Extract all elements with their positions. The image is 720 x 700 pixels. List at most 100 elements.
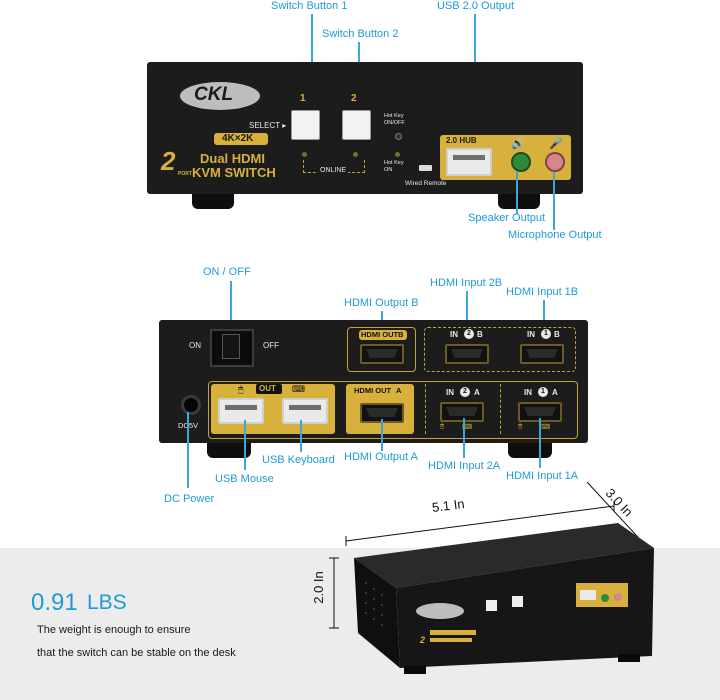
leader-line: [474, 14, 476, 62]
weight-unit: LBS: [87, 591, 127, 614]
divider: [425, 384, 427, 434]
leader-line: [381, 419, 383, 451]
brand-logo-text: CKL: [194, 84, 234, 105]
resolution-text: 4K×2K: [222, 133, 254, 144]
hotkey-led: [395, 152, 400, 157]
callout-hdmi-input-1a: HDMI Input 1A: [506, 470, 579, 482]
select-label: SELECT ▸: [249, 121, 287, 130]
in1a-number: 1: [538, 387, 548, 397]
device-foot: [498, 194, 540, 209]
usb-output-port[interactable]: [446, 148, 492, 176]
hdmi-output-b-port[interactable]: [360, 344, 404, 364]
microphone-icon: 🎤: [549, 138, 563, 150]
in2a-label: IN: [446, 388, 454, 397]
wired-remote-label: Wired Remote: [405, 180, 447, 187]
wired-remote-port[interactable]: [419, 165, 432, 171]
callout-hdmi-output-a: HDMI Output A: [344, 451, 418, 463]
leader-line: [230, 281, 232, 341]
leader-line: [553, 172, 555, 230]
online-led-2: [353, 152, 358, 157]
hdmi-out-b-letter: B: [398, 330, 404, 339]
off-label: OFF: [263, 341, 279, 350]
device-foot: [508, 443, 552, 458]
port-count: 2: [161, 146, 176, 176]
usb-out-label: OUT: [259, 384, 276, 393]
product-line-1: Dual HDMI: [200, 151, 265, 166]
in2b-letter: B: [477, 330, 483, 339]
button-1-number: 1: [300, 93, 306, 104]
mouse-icon: 🖱: [440, 423, 445, 430]
mouse-icon: 🖱: [238, 384, 244, 394]
hotkey-on-label: Hot Key ON: [384, 160, 404, 173]
brand-logo-icon: [180, 82, 260, 110]
leader-line: [539, 418, 541, 468]
hotkey-button[interactable]: [395, 133, 402, 140]
leader-line: [516, 172, 518, 214]
hdmi-out-a-letter: A: [396, 386, 402, 395]
in2a-letter: A: [474, 388, 480, 397]
dc-power-jack[interactable]: [181, 395, 201, 415]
weight-value: 0.91: [31, 589, 78, 616]
hdmi-input-2b-port[interactable]: [445, 344, 489, 364]
on-label: ON: [189, 341, 201, 350]
usb-keyboard-port[interactable]: [282, 398, 328, 424]
speaker-icon: 🔊: [511, 138, 525, 150]
device-foot: [207, 443, 251, 458]
callout-on-off: ON / OFF: [203, 266, 251, 278]
usb-mouse-port[interactable]: [218, 398, 264, 424]
callout-speaker-output: Speaker Output: [468, 212, 546, 224]
callout-microphone-output: Microphone Output: [508, 229, 602, 241]
in1b-number: 1: [541, 329, 551, 339]
in2a-number: 2: [460, 387, 470, 397]
switch-button-1[interactable]: [291, 110, 320, 140]
leader-line: [463, 418, 465, 458]
divider: [500, 384, 502, 434]
switch-button-2[interactable]: [342, 110, 371, 140]
callout-hdmi-input-2a: HDMI Input 2A: [428, 460, 501, 472]
hdmi-out-b-badge: [359, 330, 407, 340]
callout-dc-power: DC Power: [164, 493, 215, 505]
in1b-letter: B: [554, 330, 560, 339]
in1a-letter: A: [552, 388, 558, 397]
hdmi-out-b-frame: [347, 327, 416, 372]
leader-line: [244, 420, 246, 470]
callout-switch-button-1: Switch Button 1: [271, 0, 348, 12]
leader-line: [358, 42, 360, 62]
speaker-jack[interactable]: [511, 152, 531, 172]
callout-usb-mouse: USB Mouse: [215, 473, 274, 485]
device-foot: [192, 194, 234, 209]
weight-line-1: The weight is enough to ensure: [37, 624, 191, 636]
callout-hdmi-output-b: HDMI Output B: [344, 297, 419, 309]
hotkey-onoff-label: Hot Key ON/OFF: [384, 113, 405, 126]
hdmi-out-a-label: HDMI OUT: [354, 386, 392, 395]
bottom-row-frame: [208, 381, 578, 439]
power-switch[interactable]: [222, 334, 240, 359]
resolution-badge: [214, 133, 268, 145]
in1b-label: IN: [527, 330, 535, 339]
dimension-height: 2.0 In: [310, 571, 326, 604]
port-word: PORT: [178, 171, 192, 177]
button-2-number: 2: [351, 93, 357, 104]
hub-label: 2.0 HUB: [446, 136, 477, 145]
weight-line-2: that the switch can be stable on the des…: [37, 647, 236, 659]
in2b-label: IN: [450, 330, 458, 339]
microphone-jack[interactable]: [545, 152, 565, 172]
keyboard-icon: ⌨: [292, 384, 305, 394]
online-label: ONLINE: [318, 167, 349, 174]
hdmi-input-2a-port[interactable]: [440, 402, 484, 422]
callout-usb-keyboard: USB Keyboard: [262, 454, 335, 466]
usb-out-badge: [256, 384, 282, 394]
hdmi-input-1b-port[interactable]: [520, 344, 564, 364]
leader-line: [311, 14, 313, 62]
svg-text:2: 2: [419, 635, 425, 645]
dimension-drawing: 2: [329, 481, 654, 674]
keyboard-icon: ⌨: [540, 424, 551, 431]
in2b-number: 2: [464, 329, 474, 339]
in1a-label: IN: [524, 388, 532, 397]
leader-line: [300, 420, 302, 452]
online-led-1: [302, 152, 307, 157]
hdmi-out-b-label: HDMI OUT: [361, 330, 399, 339]
mouse-icon: 🖱: [518, 423, 523, 430]
input-b-frame: [424, 327, 576, 372]
keyboard-icon: ⌨: [462, 424, 473, 431]
